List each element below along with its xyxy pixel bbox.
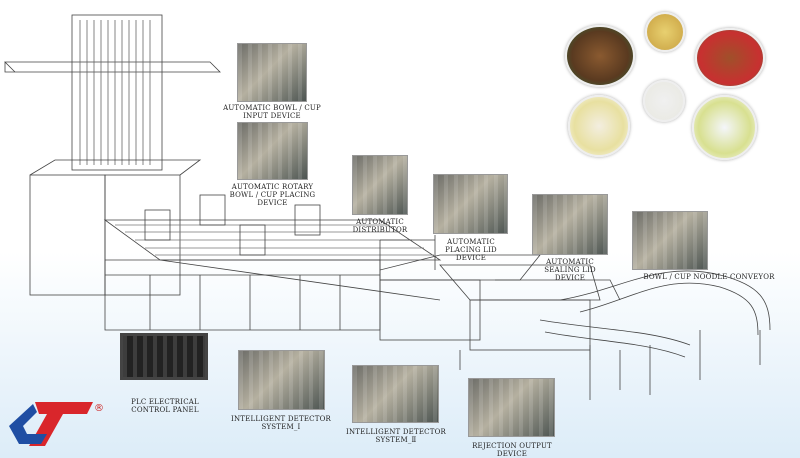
rotary-placing-label: AUTOMATIC ROTARY BOWL / CUP PLACING DEVI… xyxy=(229,183,316,207)
plc-panel-photo xyxy=(120,333,208,380)
placing-lid-photo xyxy=(433,174,508,234)
distributor-label: AUTOMATIC DISTRIBUTOR xyxy=(352,218,408,234)
distributor-photo xyxy=(352,155,408,215)
sealing-lid-label: AUTOMATIC SEALING LID DEVICE xyxy=(544,258,596,282)
rotary-placing-photo xyxy=(237,122,308,180)
placing-lid-label: AUTOMATIC PLACING LID DEVICE xyxy=(445,238,497,262)
detector-2-photo xyxy=(352,365,439,423)
bowl-input-photo xyxy=(237,43,307,102)
bowl-input-label: AUTOMATIC BOWL / CUP INPUT DEVICE xyxy=(223,104,321,120)
plc-label: PLC ELECTRICAL CONTROL PANEL xyxy=(131,398,199,414)
detector-2-label: INTELLIGENT DETECTOR SYSTEM_Ⅱ xyxy=(346,428,446,444)
detector-1-label: INTELLIGENT DETECTOR SYSTEM_Ⅰ xyxy=(231,415,331,431)
conveyor-photo xyxy=(632,211,708,270)
detector-1-photo xyxy=(238,350,325,410)
rejection-photo xyxy=(468,378,555,437)
ct-logo xyxy=(9,402,93,446)
conveyor-label: BOWL / CUP NOODLE CONVEYOR xyxy=(643,273,775,281)
registered-mark: ® xyxy=(94,403,104,414)
rejection-label: REJECTION OUTPUT DEVICE xyxy=(472,442,552,458)
sealing-lid-photo xyxy=(532,194,608,255)
